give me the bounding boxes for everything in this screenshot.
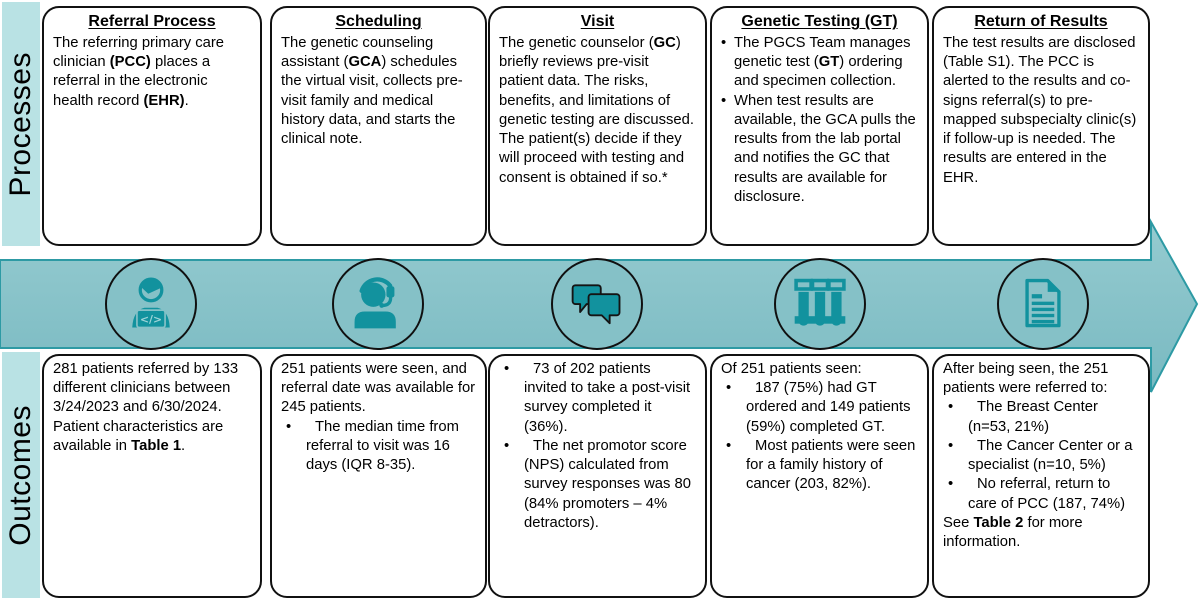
process-box-referral: Referral Process The referring primary c… (42, 6, 262, 246)
results-document-icon (1025, 278, 1061, 328)
bullet-text: The median time from referral to visit w… (306, 418, 459, 474)
paragraph: Of 251 patients seen: (721, 361, 862, 377)
paragraph: See Table 2 for more information. (943, 514, 1083, 551)
bullet-dot: • (948, 476, 954, 493)
clinician-laptop-icon: </> (132, 277, 170, 329)
bullet-item: • No referral, return to care of PCC (187… (943, 475, 1139, 513)
bullet-item: • The Breast Center (n=53, 21%) (943, 398, 1139, 436)
process-box-title: Referral Process (88, 13, 216, 30)
paragraph: After being seen, the 251 patients were … (943, 361, 1109, 397)
bullet-dot: • (726, 437, 732, 454)
process-box-scheduling: Scheduling The genetic counseling assist… (270, 6, 487, 246)
outcomes-label: Outcomes (4, 404, 37, 546)
bullet-dot: • (504, 437, 510, 454)
outcomes-section-bar: Outcomes (2, 352, 40, 598)
bullet-dot: • (286, 418, 292, 435)
outcome-box-body: 251 patients were seen, and referral dat… (281, 360, 476, 475)
bullet-item: • The Cancer Center or a specialist (n=10… (943, 437, 1139, 475)
outcome-box-body: Of 251 patients seen: • 187 (75%) had GT o… (721, 360, 918, 495)
bullet-text: The Cancer Center or a specialist (n=10,… (968, 437, 1133, 474)
bullet-text: 73 of 202 patients invited to take a pos… (524, 361, 691, 435)
paragraph: The referring primary care clinician (PC… (53, 35, 225, 109)
process-box-title: Return of Results (974, 13, 1108, 30)
outcome-box-scheduling: 251 patients were seen, and referral dat… (270, 354, 487, 598)
bullet-dot: • (948, 437, 954, 454)
outcome-box-referral: 281 patients referred by 133 different c… (42, 354, 262, 598)
paragraph: 281 patients referred by 133 different c… (53, 361, 239, 416)
process-box-body: The referring primary care clinician (PC… (53, 34, 251, 111)
bullet-text: The PGCS Team manages genetic test (GT) … (734, 35, 911, 90)
bullet-item: • 187 (75%) had GT ordered and 149 patien… (721, 379, 918, 437)
scheduler-headset-icon (354, 277, 396, 329)
outcome-box-body: 281 patients referred by 133 different c… (53, 360, 251, 456)
process-box-body: The test results are disclosed (Table S1… (943, 34, 1139, 188)
process-box-title: Genetic Testing (GT) (741, 13, 898, 30)
icon-circle-results (997, 258, 1089, 350)
bullet-dot: • (948, 399, 954, 416)
bullet-text: The net promotor score (NPS) calculated … (524, 437, 691, 531)
bullet-item: • When test results are available, the GC… (721, 92, 918, 207)
bullet-text: When test results are available, the GCA… (734, 92, 916, 205)
outcome-box-visit: • 73 of 202 patients invited to take a po… (488, 354, 707, 598)
bullet-item: • 73 of 202 patients invited to take a po… (499, 360, 696, 437)
process-box-body: • The PGCS Team manages genetic test (GT)… (721, 34, 918, 207)
process-box-visit: Visit The genetic counselor (GC) briefly… (488, 6, 707, 246)
bullet-dot: • (721, 35, 727, 51)
bullet-dot: • (726, 380, 732, 397)
bullet-item: • Most patients were seen for a family hi… (721, 437, 918, 495)
outcome-box-body: • 73 of 202 patients invited to take a po… (499, 360, 696, 533)
icon-circle-scheduling (332, 258, 424, 350)
process-box-return-of-results: Return of Results The test results are d… (932, 6, 1150, 246)
bullet-text: Most patients were seen for a family his… (746, 437, 916, 493)
outcome-box-return-of-results: After being seen, the 251 patients were … (932, 354, 1150, 598)
icon-circle-visit (551, 258, 643, 350)
chat-bubbles-icon (571, 284, 621, 325)
test-tubes-icon (794, 278, 846, 326)
bullet-dot: • (721, 92, 727, 109)
process-box-title: Scheduling (335, 13, 422, 30)
process-box-genetic-testing: Genetic Testing (GT) • The PGCS Team mana… (710, 6, 929, 246)
paragraph: The genetic counselor (GC) briefly revie… (499, 35, 694, 186)
process-box-body: The genetic counselor (GC) briefly revie… (499, 34, 696, 188)
bullet-text: No referral, return to care of PCC (187,… (968, 476, 1126, 512)
bullet-item: • The net promotor score (NPS) calculated… (499, 437, 696, 533)
outcome-box-body: After being seen, the 251 patients were … (943, 360, 1139, 552)
paragraph: The genetic counseling assistant (GCA) s… (281, 35, 463, 148)
bullet-item: • The median time from referral to visit … (281, 418, 476, 476)
process-box-body: The genetic counseling assistant (GCA) s… (281, 34, 476, 149)
bullet-dot: • (504, 361, 510, 377)
process-box-title: Visit (580, 13, 615, 30)
svg-text:</>: </> (140, 313, 162, 326)
paragraph: Patient characteristics are available in… (53, 418, 224, 454)
paragraph: The test results are disclosed (Table S1… (943, 35, 1137, 186)
processes-label: Processes (4, 51, 37, 197)
bullet-text: 187 (75%) had GT ordered and 149 patient… (746, 380, 911, 435)
paragraph: 251 patients were seen, and referral dat… (281, 361, 476, 416)
outcome-box-genetic-testing: Of 251 patients seen: • 187 (75%) had GT o… (710, 354, 929, 598)
icon-circle-genetic-testing (774, 258, 866, 350)
icon-circle-referral: </> (105, 258, 197, 350)
bullet-text: The Breast Center (n=53, 21%) (968, 399, 1098, 435)
bullet-item: • The PGCS Team manages genetic test (GT)… (721, 34, 918, 92)
processes-section-bar: Processes (2, 2, 40, 246)
